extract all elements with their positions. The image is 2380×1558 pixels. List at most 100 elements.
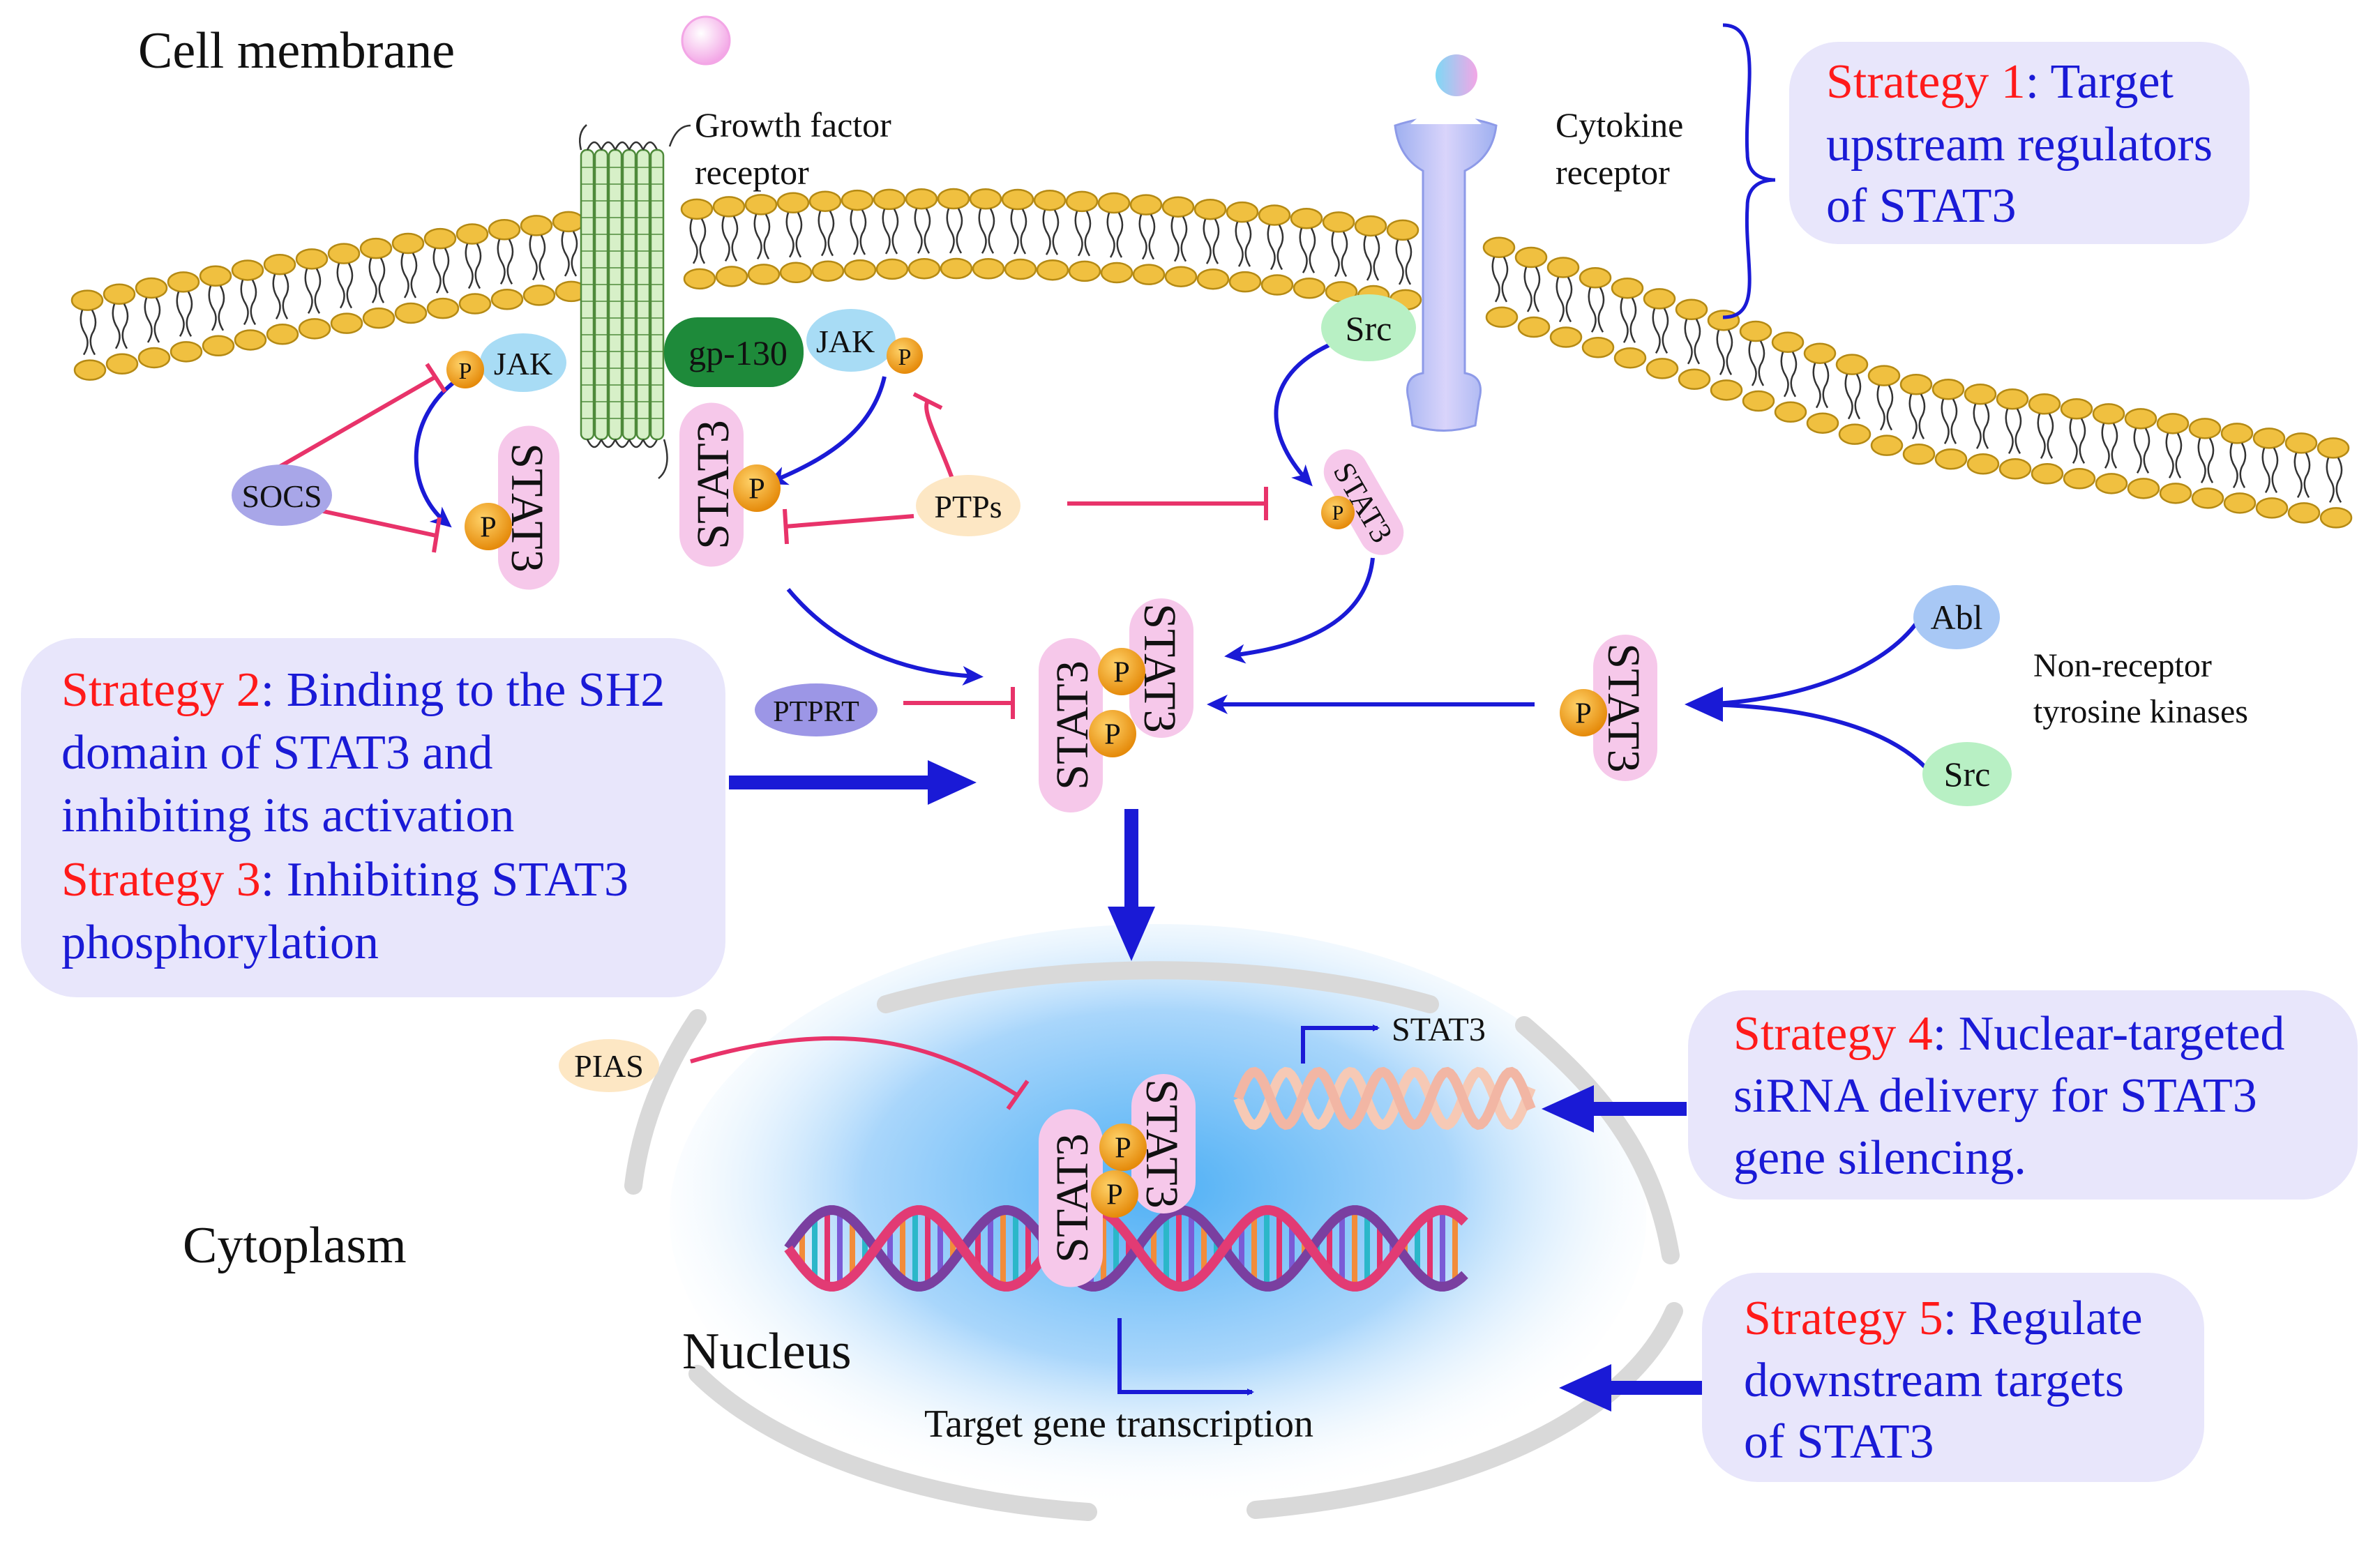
stat3-src-phospho-label: P	[1332, 501, 1344, 524]
lipid-tail	[721, 215, 730, 262]
strategy-1-line3: of STAT3	[1826, 179, 2016, 233]
jak-right-phospho	[887, 338, 923, 374]
lipid-tail	[818, 211, 827, 257]
lipid-head-outer	[1579, 266, 1612, 289]
svg-text:Strategy 4: Nuclear-targeted: Strategy 4: Nuclear-targeted	[1733, 1007, 2284, 1061]
lipid-head-outer	[2028, 393, 2061, 415]
svg-text:Strategy 1: Target: Strategy 1: Target	[1826, 55, 2174, 109]
lipid-head-inner	[843, 259, 877, 281]
lipid-tail	[1244, 221, 1252, 267]
lipid-head-outer	[1161, 196, 1195, 218]
lipid-head-outer	[552, 211, 585, 233]
lipid-head-outer	[841, 189, 874, 211]
lipid-tail	[1373, 235, 1380, 281]
ptps-inhibits-jak	[924, 400, 958, 489]
jak-gp130-to-stat3-arrow	[766, 376, 887, 485]
strategy-1-line2: upstream regulators	[1826, 118, 2213, 172]
lipid-head-inner	[715, 266, 748, 287]
lipid-head-outer	[2252, 428, 2286, 449]
lipid-head-inner	[1228, 271, 1262, 293]
lipid-head-inner	[1036, 259, 1069, 281]
lipid-tail	[1556, 277, 1565, 323]
lipid-tail	[1501, 257, 1509, 303]
lipid-head-inner	[1838, 423, 1871, 445]
strategy-4-line2: siRNA delivery for STAT3	[1733, 1069, 2257, 1123]
lipid-tail	[2326, 457, 2335, 504]
lipid-tail	[2133, 428, 2142, 474]
transcription-arrow	[1117, 1318, 1254, 1396]
socs-inhibits-stat3-bar	[432, 517, 442, 553]
svg-text:Strategy 2: Binding to the SH2: Strategy 2: Binding to the SH2	[61, 663, 665, 717]
lipid-head-outer	[2060, 398, 2093, 420]
jak-left	[480, 333, 566, 392]
lipid-head-outer	[2188, 418, 2222, 439]
lipid-tail	[561, 231, 570, 277]
lipid-head-inner	[2319, 507, 2353, 529]
lipid-head-outer	[1482, 236, 1516, 259]
lipid-tail	[785, 212, 794, 258]
lipid-tail	[1523, 266, 1532, 312]
stat3-gene-start-arrow	[1301, 1024, 1380, 1064]
lipid-tail	[753, 213, 762, 260]
lipid-head-inner	[907, 257, 941, 280]
lipid-tail	[1941, 398, 1950, 444]
stat3-dimer-phospho-1-label: P	[1113, 656, 1130, 688]
stat3-gp130: STAT3	[679, 402, 744, 567]
stat3-dimer-phospho-2	[1089, 710, 1136, 757]
jak-right-phospho-label: P	[898, 345, 912, 370]
lipid-head-outer	[1996, 388, 2029, 410]
lipid-tail	[795, 212, 803, 258]
lipid-head-outer	[2220, 423, 2254, 444]
lipid-head-inner	[875, 258, 909, 280]
lipid-tail	[1395, 239, 1404, 285]
lipid-tail	[1982, 403, 1990, 449]
receptor-loop	[614, 141, 631, 151]
lipid-tail	[1363, 235, 1372, 281]
strategy-1-sep: :	[2026, 55, 2039, 109]
svg-text:Strategy 3: Inhibiting STAT3: Strategy 3: Inhibiting STAT3	[61, 853, 628, 907]
lipid-head-outer	[1771, 331, 1805, 354]
stat3-receptor-bound-phospho	[465, 503, 512, 550]
strategy-2-sep: :	[261, 663, 274, 717]
lipid-head-inner	[105, 353, 139, 375]
lipid-head-outer	[2317, 437, 2350, 459]
lipid-head-inner	[458, 293, 492, 315]
lipid-head-inner	[1132, 264, 1166, 285]
receptor-loop	[586, 439, 603, 448]
lipid-head-outer	[488, 219, 521, 241]
nuclear-translocation-arrowhead	[1108, 907, 1155, 961]
lipid-head-inner	[2063, 468, 2096, 490]
lipid-head-inner	[683, 268, 716, 290]
strategy-4-box: Strategy 4: Nuclear-targeted siRNA deliv…	[1688, 990, 2358, 1200]
lipid-tail	[1309, 227, 1316, 273]
receptor-helix	[580, 149, 595, 441]
lipid-head-outer	[1129, 194, 1163, 215]
stat3-nuclear-phospho-1-label: P	[1115, 1131, 1131, 1164]
stat3-dimer-right: STAT3	[1129, 598, 1193, 738]
stat3-gp130-body	[679, 402, 744, 567]
lipid-head-outer	[520, 215, 553, 236]
lipid-tail	[1662, 308, 1669, 354]
lipid-head-inner	[1613, 347, 1647, 369]
lipid-tail	[1106, 212, 1115, 258]
lipid-tail	[1212, 218, 1220, 264]
gp130	[664, 317, 804, 387]
lipid-head-inner	[490, 289, 524, 310]
lipid-head-outer	[1322, 211, 1355, 233]
growth-factor-receptor-label-line1: Growth factor	[695, 105, 891, 144]
lipid-head-inner	[234, 329, 267, 351]
lipid-tail	[112, 303, 121, 349]
stat3-nonreceptor-body	[1593, 635, 1657, 781]
lipid-head-outer	[1290, 208, 1323, 229]
pias-label: PIAS	[574, 1048, 644, 1084]
lipid-head-outer	[808, 190, 842, 212]
receptor-helix	[594, 149, 609, 441]
stat3-nonreceptor: STAT3	[1593, 635, 1657, 781]
lipid-head-inner	[1549, 326, 1583, 348]
gp130-label: gp-130	[688, 333, 788, 372]
strategy-5-line2: downstream targets	[1744, 1354, 2124, 1407]
strategy-2-line3: inhibiting its activation	[61, 789, 514, 842]
strategy-5-sep: :	[1943, 1292, 1957, 1345]
